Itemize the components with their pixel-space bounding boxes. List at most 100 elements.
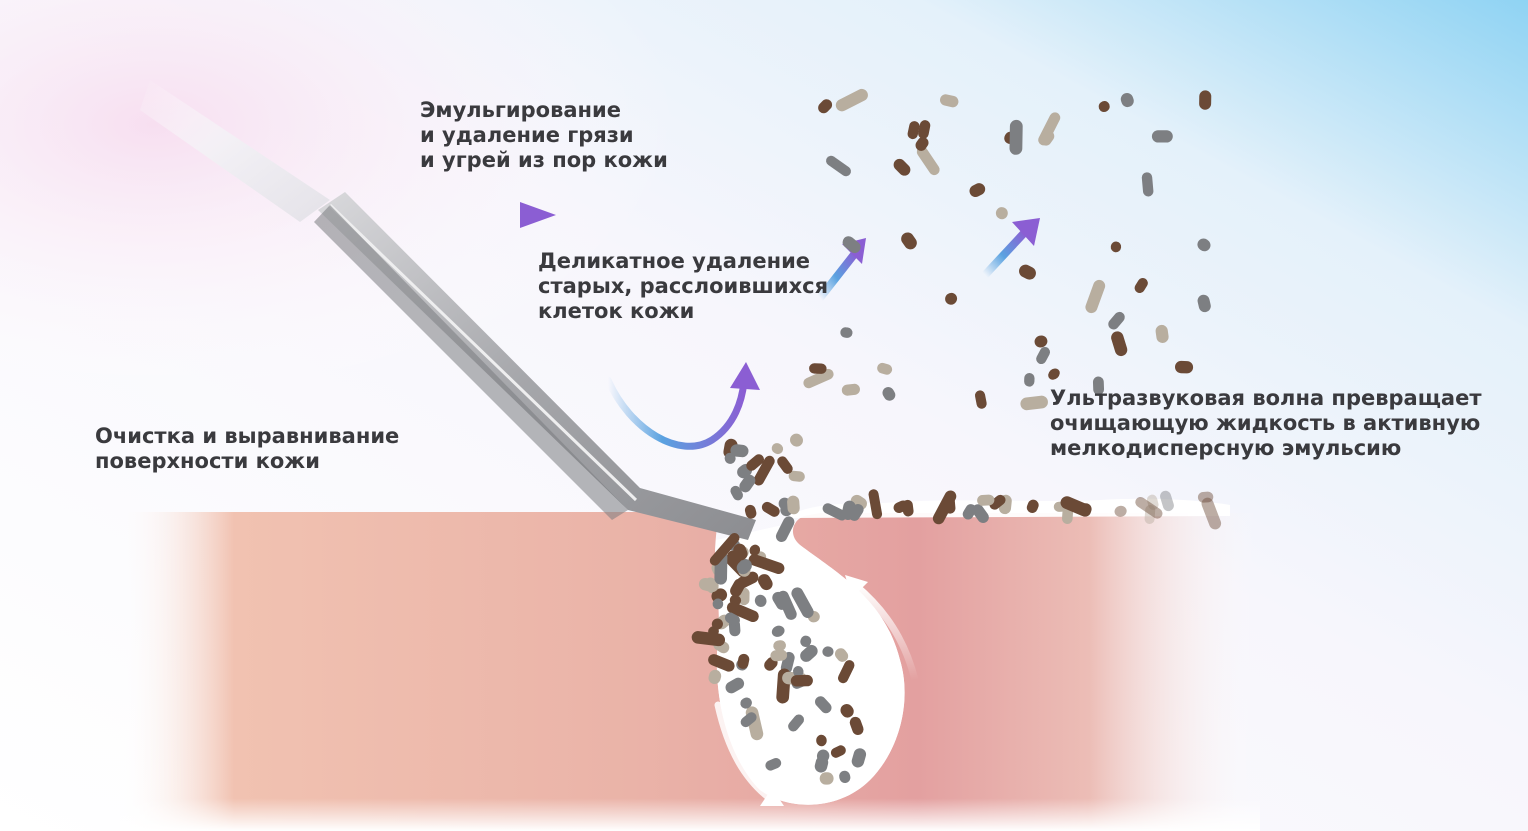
particle xyxy=(815,696,832,714)
particle xyxy=(868,489,883,520)
particle xyxy=(803,368,834,389)
particle xyxy=(822,503,848,521)
particle xyxy=(893,158,911,176)
particle xyxy=(915,137,929,151)
particle xyxy=(737,653,750,669)
particle xyxy=(972,504,989,523)
particle xyxy=(974,390,987,409)
particle xyxy=(1034,335,1048,348)
particle xyxy=(989,494,1006,510)
label-line: и угрей из пор кожи xyxy=(420,148,668,172)
label-emulsify: Эмульгирование и удаление грязи и угрей … xyxy=(420,98,668,173)
particle xyxy=(851,748,867,768)
label-line: Ультразвуковая волна превращает xyxy=(1050,386,1482,410)
label-line: старых, расслоившихся xyxy=(538,274,829,298)
particle xyxy=(726,601,759,623)
particle xyxy=(790,674,813,687)
particle xyxy=(777,456,793,474)
particle xyxy=(791,587,814,618)
particle xyxy=(790,433,803,447)
label-wave: Ультразвуковая волна превращает очищающу… xyxy=(1050,386,1482,461)
particle xyxy=(739,474,756,493)
particle xyxy=(1201,497,1222,530)
particle xyxy=(708,669,722,685)
particle xyxy=(877,362,893,375)
particle xyxy=(771,625,785,637)
particle xyxy=(837,660,855,684)
particle xyxy=(777,590,797,620)
particle xyxy=(1098,101,1110,113)
particle xyxy=(788,470,805,482)
label-line: поверхности кожи xyxy=(95,449,320,473)
arrow-up-right-icon xyxy=(981,218,1040,279)
particle xyxy=(819,772,834,785)
particle xyxy=(736,559,752,575)
label-exfoliate: Деликатное удаление старых, расслоившихс… xyxy=(538,249,828,324)
particle xyxy=(773,640,786,652)
particle xyxy=(1092,376,1105,395)
particle xyxy=(709,533,740,566)
particle xyxy=(800,635,812,648)
particle xyxy=(834,648,849,662)
label-line: Деликатное удаление xyxy=(538,249,811,273)
particle xyxy=(822,646,834,657)
particle xyxy=(775,516,795,542)
particle xyxy=(814,756,829,773)
particle xyxy=(840,327,853,338)
particle xyxy=(826,155,851,177)
particle xyxy=(816,734,827,747)
particle xyxy=(733,543,748,561)
particle xyxy=(882,387,896,401)
particle xyxy=(962,504,977,520)
particle xyxy=(1110,241,1122,253)
particle xyxy=(841,500,856,521)
particle xyxy=(1175,360,1194,374)
label-line: Очистка и выравнивание xyxy=(95,424,400,448)
particle xyxy=(724,452,736,464)
particle xyxy=(1036,346,1051,365)
particle xyxy=(1108,311,1125,330)
particle xyxy=(753,455,775,486)
particle xyxy=(730,578,746,597)
particle xyxy=(916,146,940,176)
label-line: мелкодисперсную эмульсию xyxy=(1050,436,1402,460)
particle xyxy=(1141,172,1154,197)
particles xyxy=(691,88,1222,785)
particle xyxy=(711,618,723,630)
particle xyxy=(757,574,773,591)
particle xyxy=(1151,130,1173,143)
particle xyxy=(969,183,986,198)
flow-arrow-icon xyxy=(714,701,784,806)
particle xyxy=(748,554,785,574)
particle xyxy=(1144,505,1156,524)
particle xyxy=(1160,490,1174,512)
particle xyxy=(1135,496,1163,519)
particle xyxy=(1199,90,1212,110)
particle xyxy=(691,631,726,647)
particle xyxy=(830,745,846,758)
particle xyxy=(761,501,780,517)
particle xyxy=(1085,279,1106,314)
particle xyxy=(1111,331,1128,357)
particle xyxy=(1197,294,1211,313)
particle xyxy=(1197,238,1211,252)
particle xyxy=(740,697,752,709)
particle xyxy=(995,207,1008,220)
particle xyxy=(940,94,959,108)
label-line: и удаление грязи xyxy=(420,123,634,147)
particle xyxy=(1197,491,1214,503)
particle xyxy=(932,490,957,525)
particle xyxy=(809,363,827,374)
particle xyxy=(1009,119,1023,155)
particle xyxy=(730,485,743,501)
particle xyxy=(945,292,958,305)
particle xyxy=(712,598,724,610)
particle xyxy=(1155,324,1169,343)
particle xyxy=(770,649,788,662)
particle xyxy=(1040,130,1055,146)
particle xyxy=(918,120,931,139)
arrow-right-icon xyxy=(422,202,556,228)
particle xyxy=(1146,494,1159,510)
particle xyxy=(754,594,767,607)
